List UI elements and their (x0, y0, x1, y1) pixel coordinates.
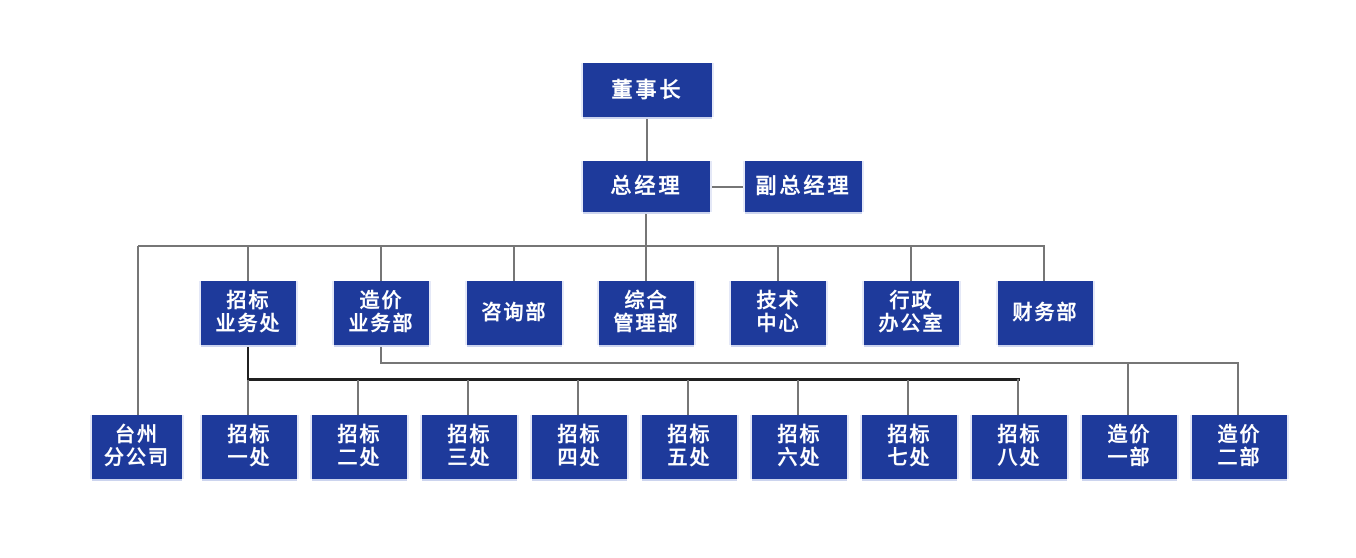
org-node-bidding-office-3: 招标 三处 (422, 415, 517, 479)
org-node-bidding-office-4: 招标 四处 (532, 415, 627, 479)
connector-drop-bidding-2 (357, 380, 359, 415)
connector-drop-bidding-1 (247, 380, 249, 415)
connector-cost-dept-to-bus (380, 345, 382, 364)
org-node-bidding-office-1: 招标 一处 (202, 415, 297, 479)
connector-drop-bidding-4 (577, 380, 579, 415)
org-node-cost-dept-2: 造价 二部 (1192, 415, 1287, 479)
connector-bus-drop-taizhou-branch (137, 246, 139, 415)
org-node-bidding-business-office: 招标 业务处 (201, 281, 296, 345)
connector-chairman-to-gm (646, 117, 648, 162)
connector-bus-drop-technology (777, 246, 779, 281)
org-node-administration-office: 行政 办公室 (864, 281, 959, 345)
connector-drop-bidding-6 (797, 380, 799, 415)
org-node-taizhou-branch: 台州 分公司 (92, 415, 182, 479)
connector-drop-bidding-8 (1017, 379, 1019, 415)
connector-drop-cost-2 (1237, 363, 1239, 415)
org-node-consulting-dept: 咨询部 (467, 281, 562, 345)
connector-bus-drop-administration (910, 246, 912, 281)
org-node-bidding-office-2: 招标 二处 (312, 415, 407, 479)
connector-bus-drop-bidding-office (247, 246, 249, 281)
connector-level3-bus (138, 245, 1045, 247)
connector-gm-to-level3-bus (645, 212, 647, 282)
org-node-bidding-office-8: 招标 八处 (972, 415, 1067, 479)
connector-bus-drop-finance (1043, 246, 1045, 282)
org-node-general-management-dept: 综合 管理部 (599, 281, 694, 345)
org-node-deputy-general-manager: 副总经理 (745, 161, 862, 212)
connector-drop-bidding-3 (467, 380, 469, 415)
org-node-cost-dept-1: 造价 一部 (1082, 415, 1177, 479)
org-node-chairman: 董事长 (583, 63, 712, 117)
connector-bus-drop-consulting (513, 246, 515, 281)
org-node-cost-business-dept: 造价 业务部 (334, 281, 429, 345)
org-node-bidding-office-5: 招标 五处 (642, 415, 737, 479)
connector-drop-bidding-5 (687, 380, 689, 415)
org-node-bidding-office-6: 招标 六处 (752, 415, 847, 479)
connector-bidding-office-to-bus (247, 345, 249, 380)
connector-drop-bidding-7 (907, 380, 909, 415)
connector-bidding-sub-bus (247, 378, 1020, 381)
org-node-bidding-office-7: 招标 七处 (862, 415, 957, 479)
connector-gm-to-deputy-gm (710, 186, 745, 188)
connector-cost-sub-bus (380, 362, 1239, 364)
connector-bus-drop-cost-dept (380, 246, 382, 281)
org-node-technology-center: 技术 中心 (731, 281, 826, 345)
connector-drop-cost-1 (1127, 363, 1129, 415)
org-node-finance-dept: 财务部 (998, 281, 1093, 345)
org-node-general-manager: 总经理 (583, 161, 710, 212)
